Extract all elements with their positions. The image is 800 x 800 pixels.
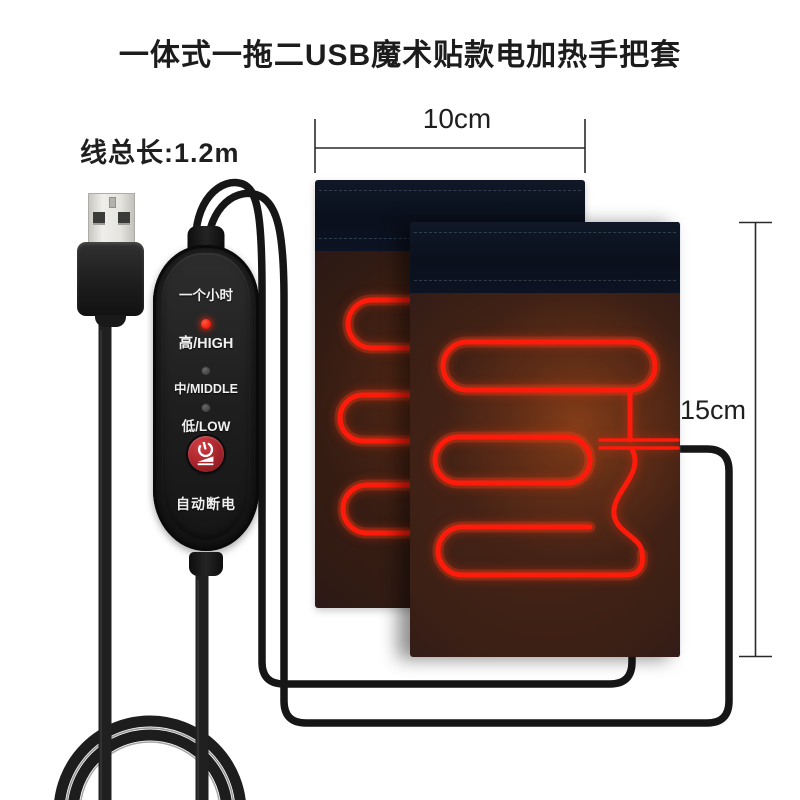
page-title: 一体式一拖二USB魔术贴款电加热手把套 <box>118 39 682 72</box>
cable-length-label: 线总长:1.2m <box>80 138 240 168</box>
stitch-line <box>414 232 676 233</box>
usb-strain-relief <box>95 315 126 327</box>
controller-cable <box>195 570 209 800</box>
cable-coil <box>54 715 246 800</box>
stitch-line <box>319 190 581 191</box>
dimmer-ramp-icon <box>197 456 214 466</box>
velcro-strip <box>410 222 680 293</box>
led-high-on <box>201 319 211 329</box>
power-dimmer-icon <box>197 442 214 466</box>
led-middle-off <box>201 366 211 375</box>
pad-wire-outer <box>203 189 733 727</box>
heat-controller: 一个小时 高/HIGH 中/MIDDLE 低/LOW 自动断电 <box>152 226 260 586</box>
heating-wire <box>429 336 680 581</box>
level-low-label: 低/LOW <box>181 419 231 434</box>
auto-off-label: 自动断电 <box>176 496 236 512</box>
controller-face <box>162 253 250 540</box>
usb-plug-icon <box>77 193 144 328</box>
pad-height-label: 15cm <box>679 395 746 425</box>
usb-cable <box>98 318 112 800</box>
led-low-off <box>201 403 211 412</box>
usb-plug-body <box>77 242 144 316</box>
pad-heating-area <box>410 293 680 657</box>
level-middle-label: 中/MIDDLE <box>174 382 238 396</box>
pad-wire-inner <box>191 178 636 688</box>
controller-bottom-strain-relief <box>189 552 223 576</box>
usb-metal-shell <box>88 193 135 244</box>
usb-slot <box>109 197 116 208</box>
usb-contact-window <box>118 212 130 225</box>
pad-width-label: 10cm <box>422 103 492 134</box>
timer-label: 一个小时 <box>179 288 233 303</box>
level-high-label: 高/HIGH <box>178 336 234 352</box>
heating-pad-front <box>410 222 681 657</box>
controller-body <box>153 245 259 551</box>
usb-contact-window <box>93 212 105 225</box>
power-button <box>188 436 224 472</box>
stitch-line <box>414 280 676 281</box>
